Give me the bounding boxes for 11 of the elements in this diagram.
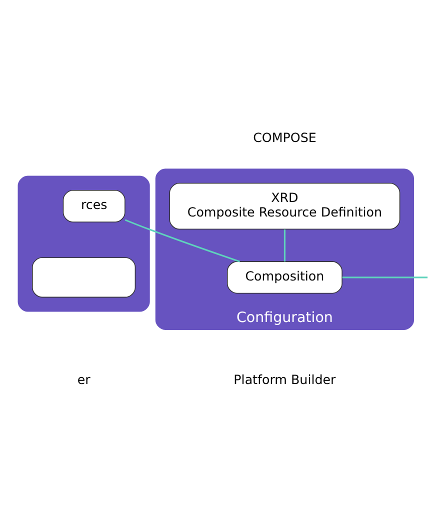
cluster <box>18 176 150 312</box>
node-box: rces <box>62 190 126 222</box>
connector <box>124 219 240 262</box>
connector <box>284 229 286 262</box>
connector <box>342 276 428 278</box>
node-box <box>32 257 136 298</box>
node-box: Composition <box>226 261 342 294</box>
label: er <box>77 372 90 388</box>
label: COMPOSE <box>253 130 316 145</box>
label: Platform Builder <box>234 372 336 388</box>
node-box: XRD Composite Resource Definition <box>169 182 400 230</box>
